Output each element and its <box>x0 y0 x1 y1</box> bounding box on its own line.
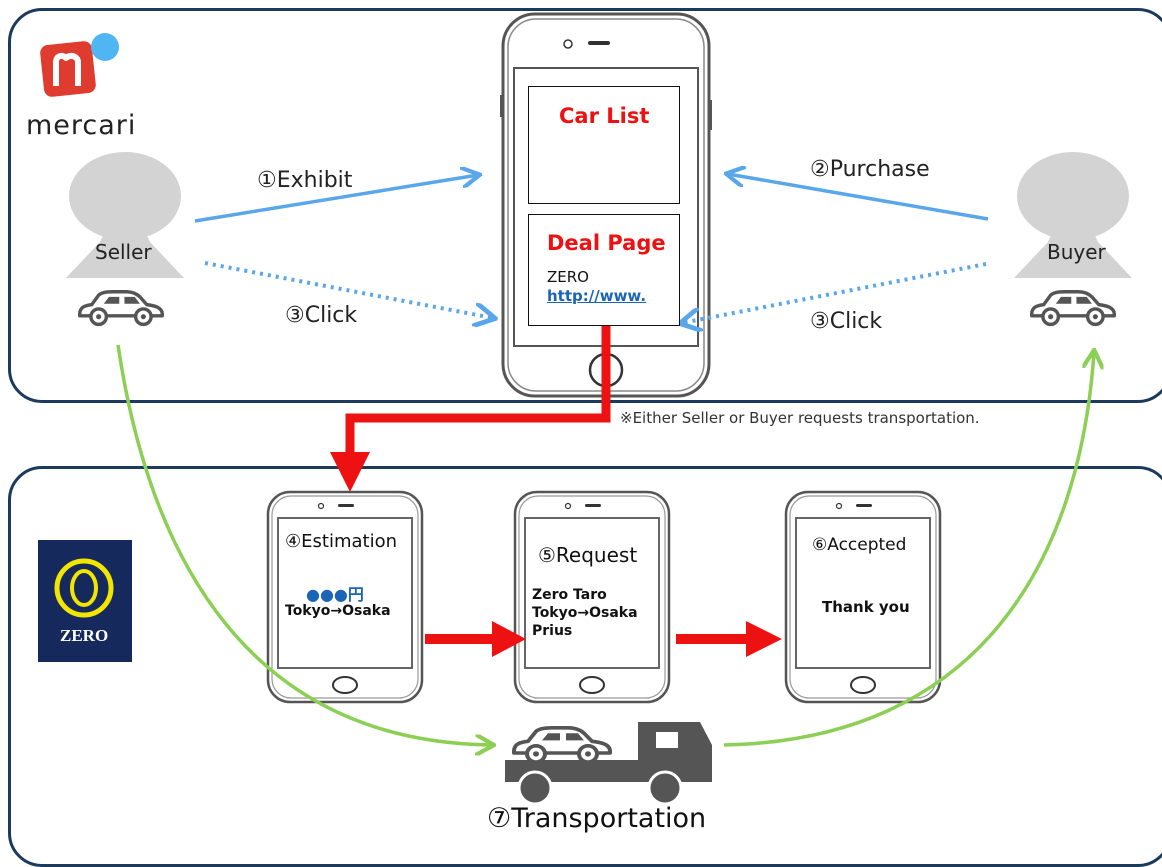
buyer-person-icon <box>1014 152 1132 278</box>
request-title: ⑤Request <box>538 543 638 567</box>
request-phone <box>513 490 671 704</box>
seller-person-icon <box>66 152 184 278</box>
transportation-label: ⑦Transportation <box>487 803 707 834</box>
car-list-title: Car List <box>559 104 650 128</box>
request-car: Prius <box>532 623 573 639</box>
buyer-click-arrow <box>682 262 987 323</box>
purchase-label: ②Purchase <box>810 157 930 182</box>
truck-to-buyer-arrow <box>723 352 1094 747</box>
zero-wordmark: ZERO <box>60 626 109 645</box>
buyer-car-icon <box>1029 290 1117 327</box>
estimation-route: Tokyo→Osaka <box>285 603 391 619</box>
request-route: Tokyo→Osaka <box>532 605 638 621</box>
buyer-click-label: ③Click <box>810 309 883 334</box>
buyer-label: Buyer <box>1047 240 1106 264</box>
zero-logo <box>38 540 132 662</box>
request-transport-arrow <box>345 315 611 456</box>
deal-zero-text: ZERO <box>547 268 589 286</box>
deal-link[interactable]: http://www. <box>547 287 647 305</box>
estimation-phone <box>266 490 424 704</box>
estimation-price: ●●●円 <box>306 585 364 604</box>
purchase-arrow <box>728 174 989 221</box>
seller-click-label: ③Click <box>285 303 358 328</box>
seller-to-truck-arrow <box>116 344 492 745</box>
mercari-wordmark: mercari <box>26 110 137 141</box>
exhibit-label: ①Exhibit <box>257 168 353 193</box>
accepted-title: ⑥Accepted <box>812 535 907 555</box>
mercari-logo <box>40 33 119 97</box>
seller-label: Seller <box>95 240 152 264</box>
accepted-phone <box>784 490 942 704</box>
seller-click-arrow <box>204 261 493 318</box>
truck-icon <box>505 722 712 806</box>
truck-car-icon <box>512 725 612 764</box>
car-list-box <box>528 86 680 204</box>
deal-page-box <box>528 214 680 326</box>
exhibit-arrow <box>194 175 478 223</box>
deal-page-title: Deal Page <box>547 231 666 255</box>
accepted-message: Thank you <box>822 598 910 616</box>
estimation-title: ④Estimation <box>285 531 397 552</box>
request-name: Zero Taro <box>532 587 607 603</box>
seller-car-icon <box>78 290 164 327</box>
transport-note: ※Either Seller or Buyer requests transpo… <box>620 409 980 427</box>
